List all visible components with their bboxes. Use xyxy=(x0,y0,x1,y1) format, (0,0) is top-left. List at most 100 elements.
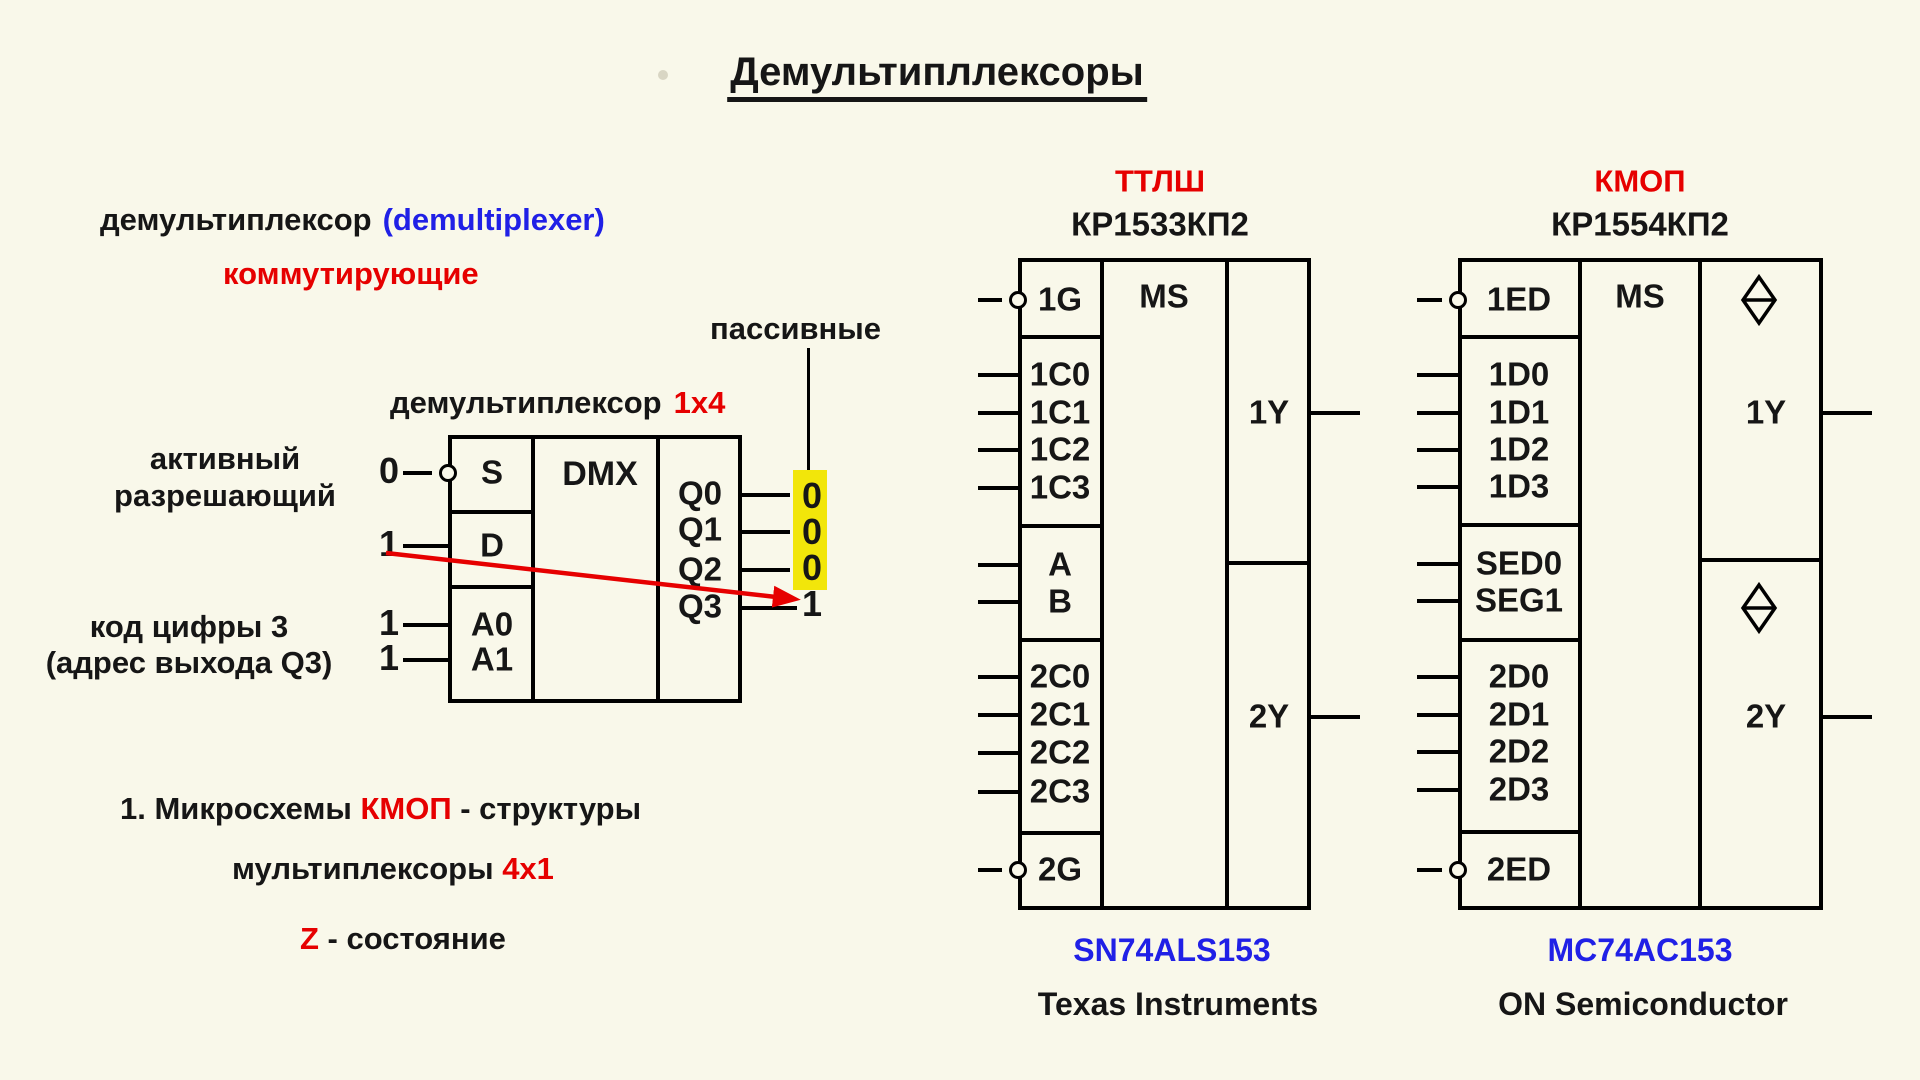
passive-label: пассивные xyxy=(710,311,881,346)
chip-0-pin-1C3-label: 1C3 xyxy=(1029,468,1091,506)
chip-1-function: MS xyxy=(1615,277,1665,315)
chip-1-pin-2D0-stub xyxy=(1417,675,1458,679)
chip-1-pin-2ED-inversion-circle xyxy=(1449,861,1467,879)
chip-1-pin-2D3-label: 2D3 xyxy=(1488,770,1550,808)
title-bullet xyxy=(658,70,668,80)
chip-0-output-1Y-label: 1Y xyxy=(1248,393,1290,431)
chip-1-pin-1D1-stub xyxy=(1417,411,1458,415)
note-1: 1. Микросхемы КМОП - структуры xyxy=(120,791,642,827)
intro-line: демультиплексор (demultiplexer) xyxy=(100,202,605,238)
chip-0-pin-1G-label: 1G xyxy=(1037,280,1083,318)
dmx-output-Q0-stub xyxy=(742,493,790,497)
chip-1-pin-SEG1-stub xyxy=(1417,599,1458,603)
dmx-output-Q2-value: 0 xyxy=(801,546,823,588)
chip-1-pin-1D1-label: 1D1 xyxy=(1488,393,1550,431)
dmx-output-Q1-stub xyxy=(742,530,790,534)
dmx-divider-v0 xyxy=(531,435,535,703)
chip-0-western-part: SN74ALS153 xyxy=(1073,932,1271,969)
chip-0-output-1Y-stub xyxy=(1311,411,1360,415)
active-enable-label: активный разрешающий xyxy=(60,440,390,514)
note-1-segment-0: 1. Микросхемы xyxy=(120,791,361,826)
dmx-input-D-value: 1 xyxy=(378,523,399,565)
chip-0-pin-2C3-stub xyxy=(978,790,1018,794)
chip-0-pin-1C0-stub xyxy=(978,373,1018,377)
chip-0-divider-left1 xyxy=(1018,524,1102,528)
dmx-output-Q3-label: Q3 xyxy=(677,587,723,625)
dmx-input-A0-stub xyxy=(403,623,448,627)
chip-1-pin-1D3-label: 1D3 xyxy=(1488,467,1550,505)
chip-0-function: MS xyxy=(1139,277,1189,315)
dmx-output-Q1-label: Q1 xyxy=(677,510,723,548)
chip-0-pin-1C2-label: 1C2 xyxy=(1029,430,1091,468)
chip-0-divider-left2 xyxy=(1018,638,1102,642)
chip-0-pin-2C1-stub xyxy=(978,713,1018,717)
chip-1-divider-left0 xyxy=(1458,335,1580,339)
chip-0-part: КР1533КП2 xyxy=(1071,205,1249,243)
note-3-segment-0: Z xyxy=(300,921,319,956)
chip-1-output-1Y-stub xyxy=(1823,411,1872,415)
chip-1-pin-SED0-label: SED0 xyxy=(1475,544,1563,582)
chip-0-pin-A-label: A xyxy=(1048,545,1072,583)
dmx-output-Q2-stub xyxy=(742,568,790,572)
chip-0-pin-1G-stub xyxy=(978,298,1002,302)
chip-0-divider-v1 xyxy=(1225,258,1229,910)
chip-0-box xyxy=(1018,258,1311,910)
dmx-input-A1-label: A1 xyxy=(470,640,514,678)
chip-1-pin-1ED-label: 1ED xyxy=(1486,280,1552,318)
chip-1-part: КР1554КП2 xyxy=(1551,205,1729,243)
chip-1-box xyxy=(1458,258,1823,910)
chip-0-pin-2C1-label: 2C1 xyxy=(1029,695,1091,733)
chip-1-divider-left1 xyxy=(1458,523,1580,527)
chip-1-output-2Y-label: 2Y xyxy=(1745,697,1787,735)
chip-0-pin-1G-inversion-circle xyxy=(1009,291,1027,309)
dmx-input-D-label: D xyxy=(480,526,504,564)
chip-1-pin-1ED-stub xyxy=(1417,298,1442,302)
chip-0-pin-1C3-stub xyxy=(978,486,1018,490)
chip-0-pin-1C1-label: 1C1 xyxy=(1029,393,1091,431)
chip-0-divider-v0 xyxy=(1100,258,1104,910)
dmx-input-S-value: 0 xyxy=(378,450,399,492)
chip-0-pin-2C3-label: 2C3 xyxy=(1029,772,1091,810)
dmx-divider-left0 xyxy=(448,510,533,514)
dmx-output-Q2-label: Q2 xyxy=(677,550,723,588)
chip-0-divider-left0 xyxy=(1018,335,1102,339)
dmx-output-Q0-value: 0 xyxy=(801,474,823,516)
chip-0-pin-2G-inversion-circle xyxy=(1009,861,1027,879)
chip-1-pin-2D2-stub xyxy=(1417,750,1458,754)
code-label: код цифры 3 (адрес выхода Q3) xyxy=(0,609,378,681)
chip-0-pin-2C0-label: 2C0 xyxy=(1029,657,1091,695)
chip-1-pin-2D2-label: 2D2 xyxy=(1488,732,1550,770)
intro-commuting: коммутирующие xyxy=(223,256,479,291)
note-1-segment-2: - структуры xyxy=(451,791,642,826)
dmx-output-Q3-value: 1 xyxy=(801,582,823,624)
chip-1-pin-SED0-stub xyxy=(1417,562,1458,566)
intro-term-en: (demultiplexer) xyxy=(382,202,605,237)
chip-0-pin-A-stub xyxy=(978,563,1018,567)
chip-1-pin-1D0-stub xyxy=(1417,373,1458,377)
chip-0-output-2Y-stub xyxy=(1311,715,1360,719)
chip-1-output-2Y-stub xyxy=(1823,715,1872,719)
dmx-input-A0-label: A0 xyxy=(470,605,514,643)
chip-1-divider-v1 xyxy=(1698,258,1702,910)
dmx-input-A1-value: 1 xyxy=(378,637,399,679)
chip-1-pin-1ED-inversion-circle xyxy=(1449,291,1467,309)
intro-term: демультиплексор xyxy=(100,202,372,237)
chip-1-pin-SEG1-label: SEG1 xyxy=(1474,581,1564,619)
dmx-caption-text: демультиплексор xyxy=(390,385,662,420)
note-3-segment-1: - состояние xyxy=(318,921,506,956)
dmx-passive-highlight xyxy=(793,470,827,590)
chip-0-divider-left3 xyxy=(1018,831,1102,835)
chip-1-divider-left2 xyxy=(1458,638,1580,642)
chip-1-family: КМОП xyxy=(1594,163,1686,199)
active-enable-line1: активный xyxy=(149,441,301,476)
dmx-input-A1-stub xyxy=(403,658,448,662)
note-2-segment-1: 4х1 xyxy=(502,851,554,886)
dmx-output-Q1-value: 0 xyxy=(801,510,823,552)
chip-1-divider-right0 xyxy=(1700,558,1823,562)
chip-0-pin-2C2-stub xyxy=(978,751,1018,755)
chip-1-pin-2ED-stub xyxy=(1417,868,1442,872)
chip-1-pin-1D2-label: 1D2 xyxy=(1488,430,1550,468)
dmx-divider-v1 xyxy=(656,435,660,703)
chip-0-pin-2C2-label: 2C2 xyxy=(1029,733,1091,771)
